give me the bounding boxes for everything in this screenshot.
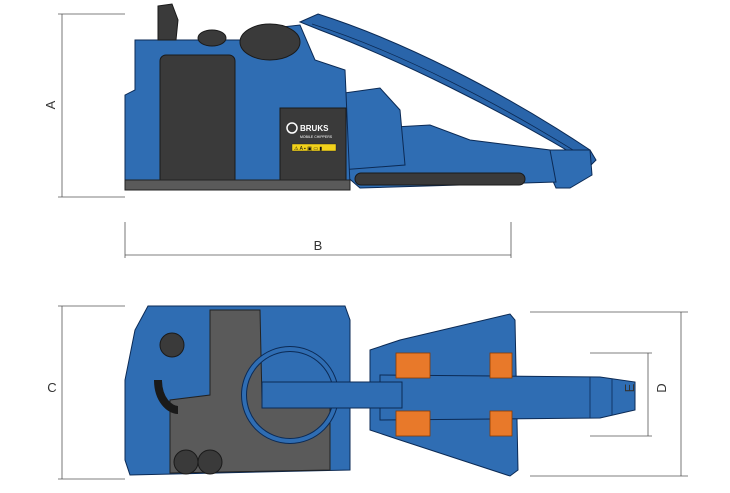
wheel bbox=[173, 449, 199, 475]
dimension-e-label: E bbox=[622, 383, 637, 392]
operator-seat bbox=[159, 332, 185, 358]
central-beam bbox=[261, 381, 403, 409]
brand-tagline: MOBILE CHIPPERS bbox=[300, 135, 333, 139]
feed-roller bbox=[395, 410, 431, 437]
dimension-c-label: C bbox=[47, 380, 56, 395]
dimension-c: C bbox=[47, 305, 125, 480]
engine-top bbox=[239, 23, 301, 61]
engine-bay bbox=[169, 309, 331, 474]
feed-roller bbox=[489, 352, 513, 379]
logo-icon bbox=[286, 122, 298, 134]
dimension-d: D bbox=[530, 311, 688, 477]
feed-roller bbox=[489, 410, 513, 437]
dimension-e: E bbox=[590, 352, 652, 437]
dimension-a-label: A bbox=[43, 100, 58, 109]
exhaust-elbow bbox=[154, 379, 179, 414]
exhaust-stack bbox=[157, 3, 179, 41]
dimension-b: B bbox=[124, 222, 512, 258]
dimension-d-label: D bbox=[654, 383, 669, 392]
feed-roller bbox=[395, 352, 431, 379]
cab-panel bbox=[159, 54, 236, 186]
base-skid bbox=[124, 179, 351, 191]
wheel bbox=[197, 449, 223, 475]
warning-label bbox=[291, 143, 337, 152]
dimension-a: A bbox=[43, 13, 125, 198]
dimension-b-label: B bbox=[314, 238, 323, 253]
discharge-boom bbox=[298, 13, 597, 169]
warning-label-text: ⚠ A ▪ ▣ ▭ ▮ bbox=[294, 146, 322, 152]
discharge-chute bbox=[379, 374, 636, 421]
brand-name: BRUKS bbox=[300, 124, 329, 133]
top-view bbox=[124, 305, 636, 477]
track bbox=[354, 172, 526, 186]
side-view: BRUKS MOBILE CHIPPERS ⚠ A ▪ ▣ ▭ ▮ bbox=[124, 3, 597, 191]
